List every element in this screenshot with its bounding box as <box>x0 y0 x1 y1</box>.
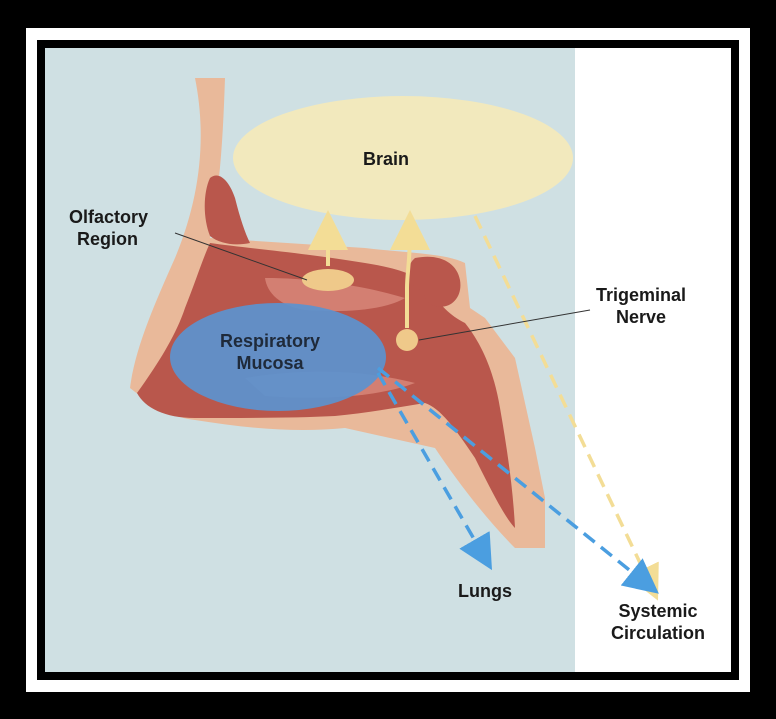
trigeminal-marker <box>396 329 418 351</box>
systemic-label-line2: Circulation <box>611 622 705 644</box>
respiratory-label: Respiratory Mucosa <box>220 330 320 374</box>
olfactory-label-line2: Region <box>69 228 148 250</box>
systemic-circulation-label: Systemic Circulation <box>611 600 705 644</box>
diagram-canvas: Brain Olfactory Region Trigeminal Nerve … <box>45 48 731 672</box>
respiratory-label-line2: Mucosa <box>220 352 320 374</box>
trigeminal-label-line2: Nerve <box>596 306 686 328</box>
brain-label: Brain <box>363 148 409 170</box>
olfactory-label-line1: Olfactory <box>69 206 148 228</box>
anatomy-illustration <box>45 48 731 672</box>
panel-right-white <box>575 78 731 672</box>
systemic-label-line1: Systemic <box>611 600 705 622</box>
trigeminal-label: Trigeminal Nerve <box>596 284 686 328</box>
trigeminal-label-line1: Trigeminal <box>596 284 686 306</box>
respiratory-label-line1: Respiratory <box>220 330 320 352</box>
olfactory-marker <box>302 269 354 291</box>
olfactory-label: Olfactory Region <box>69 206 148 250</box>
lungs-label: Lungs <box>458 580 512 602</box>
